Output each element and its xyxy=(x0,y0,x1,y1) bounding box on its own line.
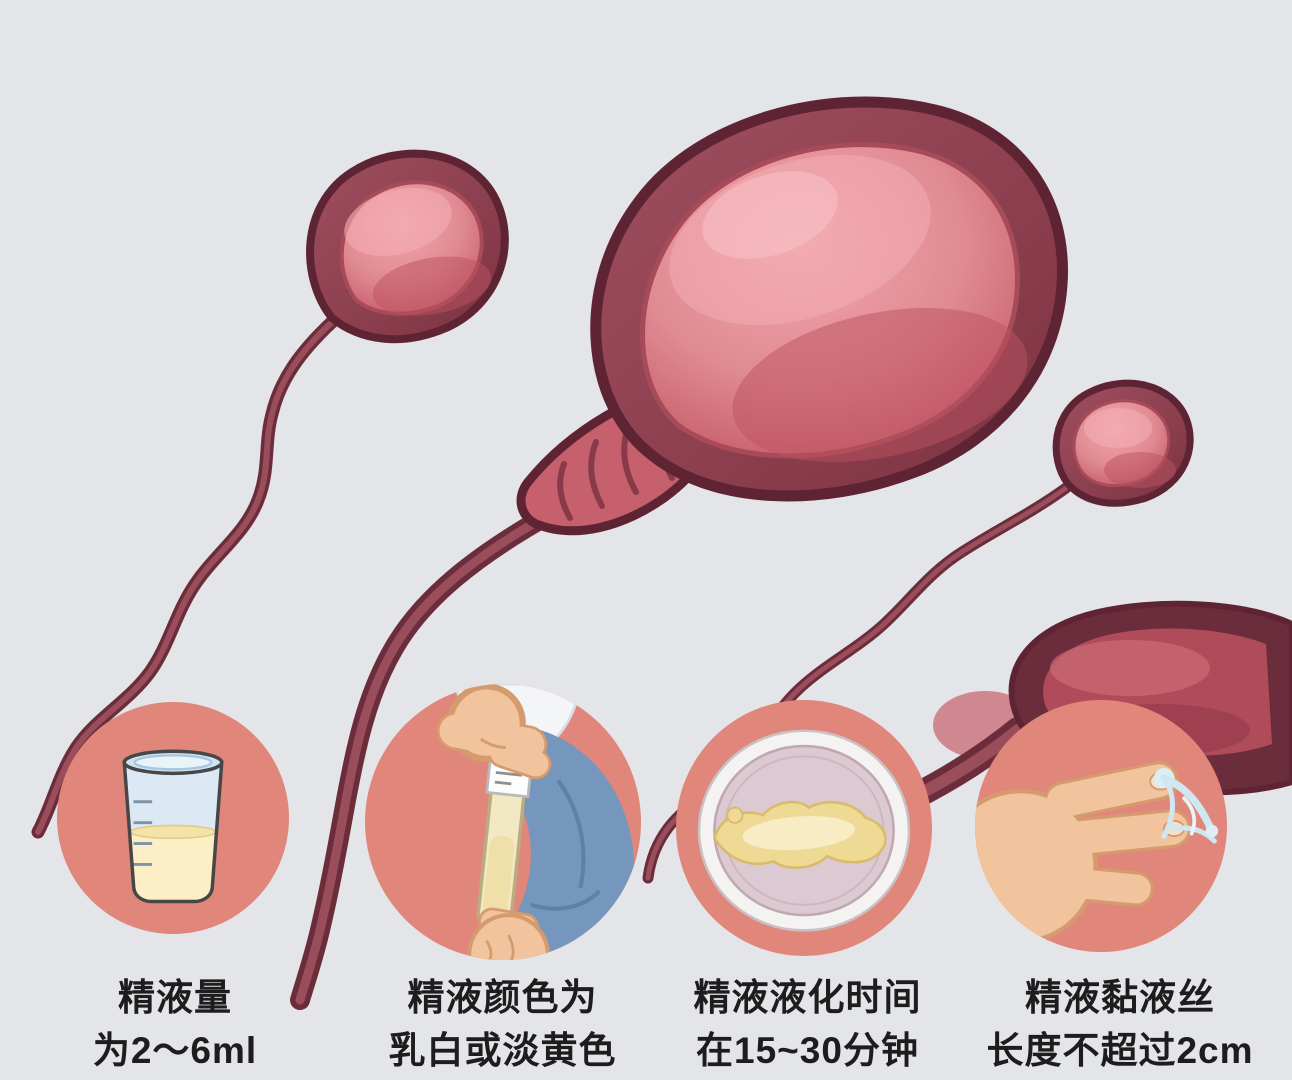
mucus-thread-icon xyxy=(975,761,1219,944)
petri-dish-icon xyxy=(697,729,911,932)
caption-line-2: 在15~30分钟 xyxy=(696,1029,919,1071)
caption-semen-volume: 精液量 为2～6ml xyxy=(20,972,330,1077)
caption-mucus-thread: 精液黏液丝 长度不超过2cm xyxy=(955,972,1285,1077)
caption-liquefaction-time: 精液液化时间 在15~30分钟 xyxy=(650,972,965,1077)
sperm-right-small xyxy=(642,379,1194,884)
measuring-cup-icon xyxy=(122,749,224,904)
caption-line-2: 为2～6ml xyxy=(92,1029,258,1071)
sperm-top-left xyxy=(31,149,509,839)
panel-circle-mucus-thread xyxy=(975,700,1227,952)
caption-line-2: 乳白或淡黄色 xyxy=(388,1029,617,1071)
caption-line-1: 精液颜色为 xyxy=(407,977,598,1018)
caption-line-1: 精液黏液丝 xyxy=(1025,977,1215,1018)
panel-circle-semen-color xyxy=(365,684,641,960)
panel-circle-semen-volume xyxy=(57,702,289,934)
caption-line-1: 精液量 xyxy=(118,977,232,1018)
caption-line-1: 精液液化时间 xyxy=(693,977,922,1018)
panel-circle-liquefaction-time xyxy=(676,700,932,956)
caption-semen-color: 精液颜色为 乳白或淡黄色 xyxy=(345,972,660,1077)
caption-line-2: 长度不超过2cm xyxy=(986,1029,1254,1071)
sperm-large-center xyxy=(290,96,1068,1010)
test-tube-in-hands-icon xyxy=(436,684,634,960)
